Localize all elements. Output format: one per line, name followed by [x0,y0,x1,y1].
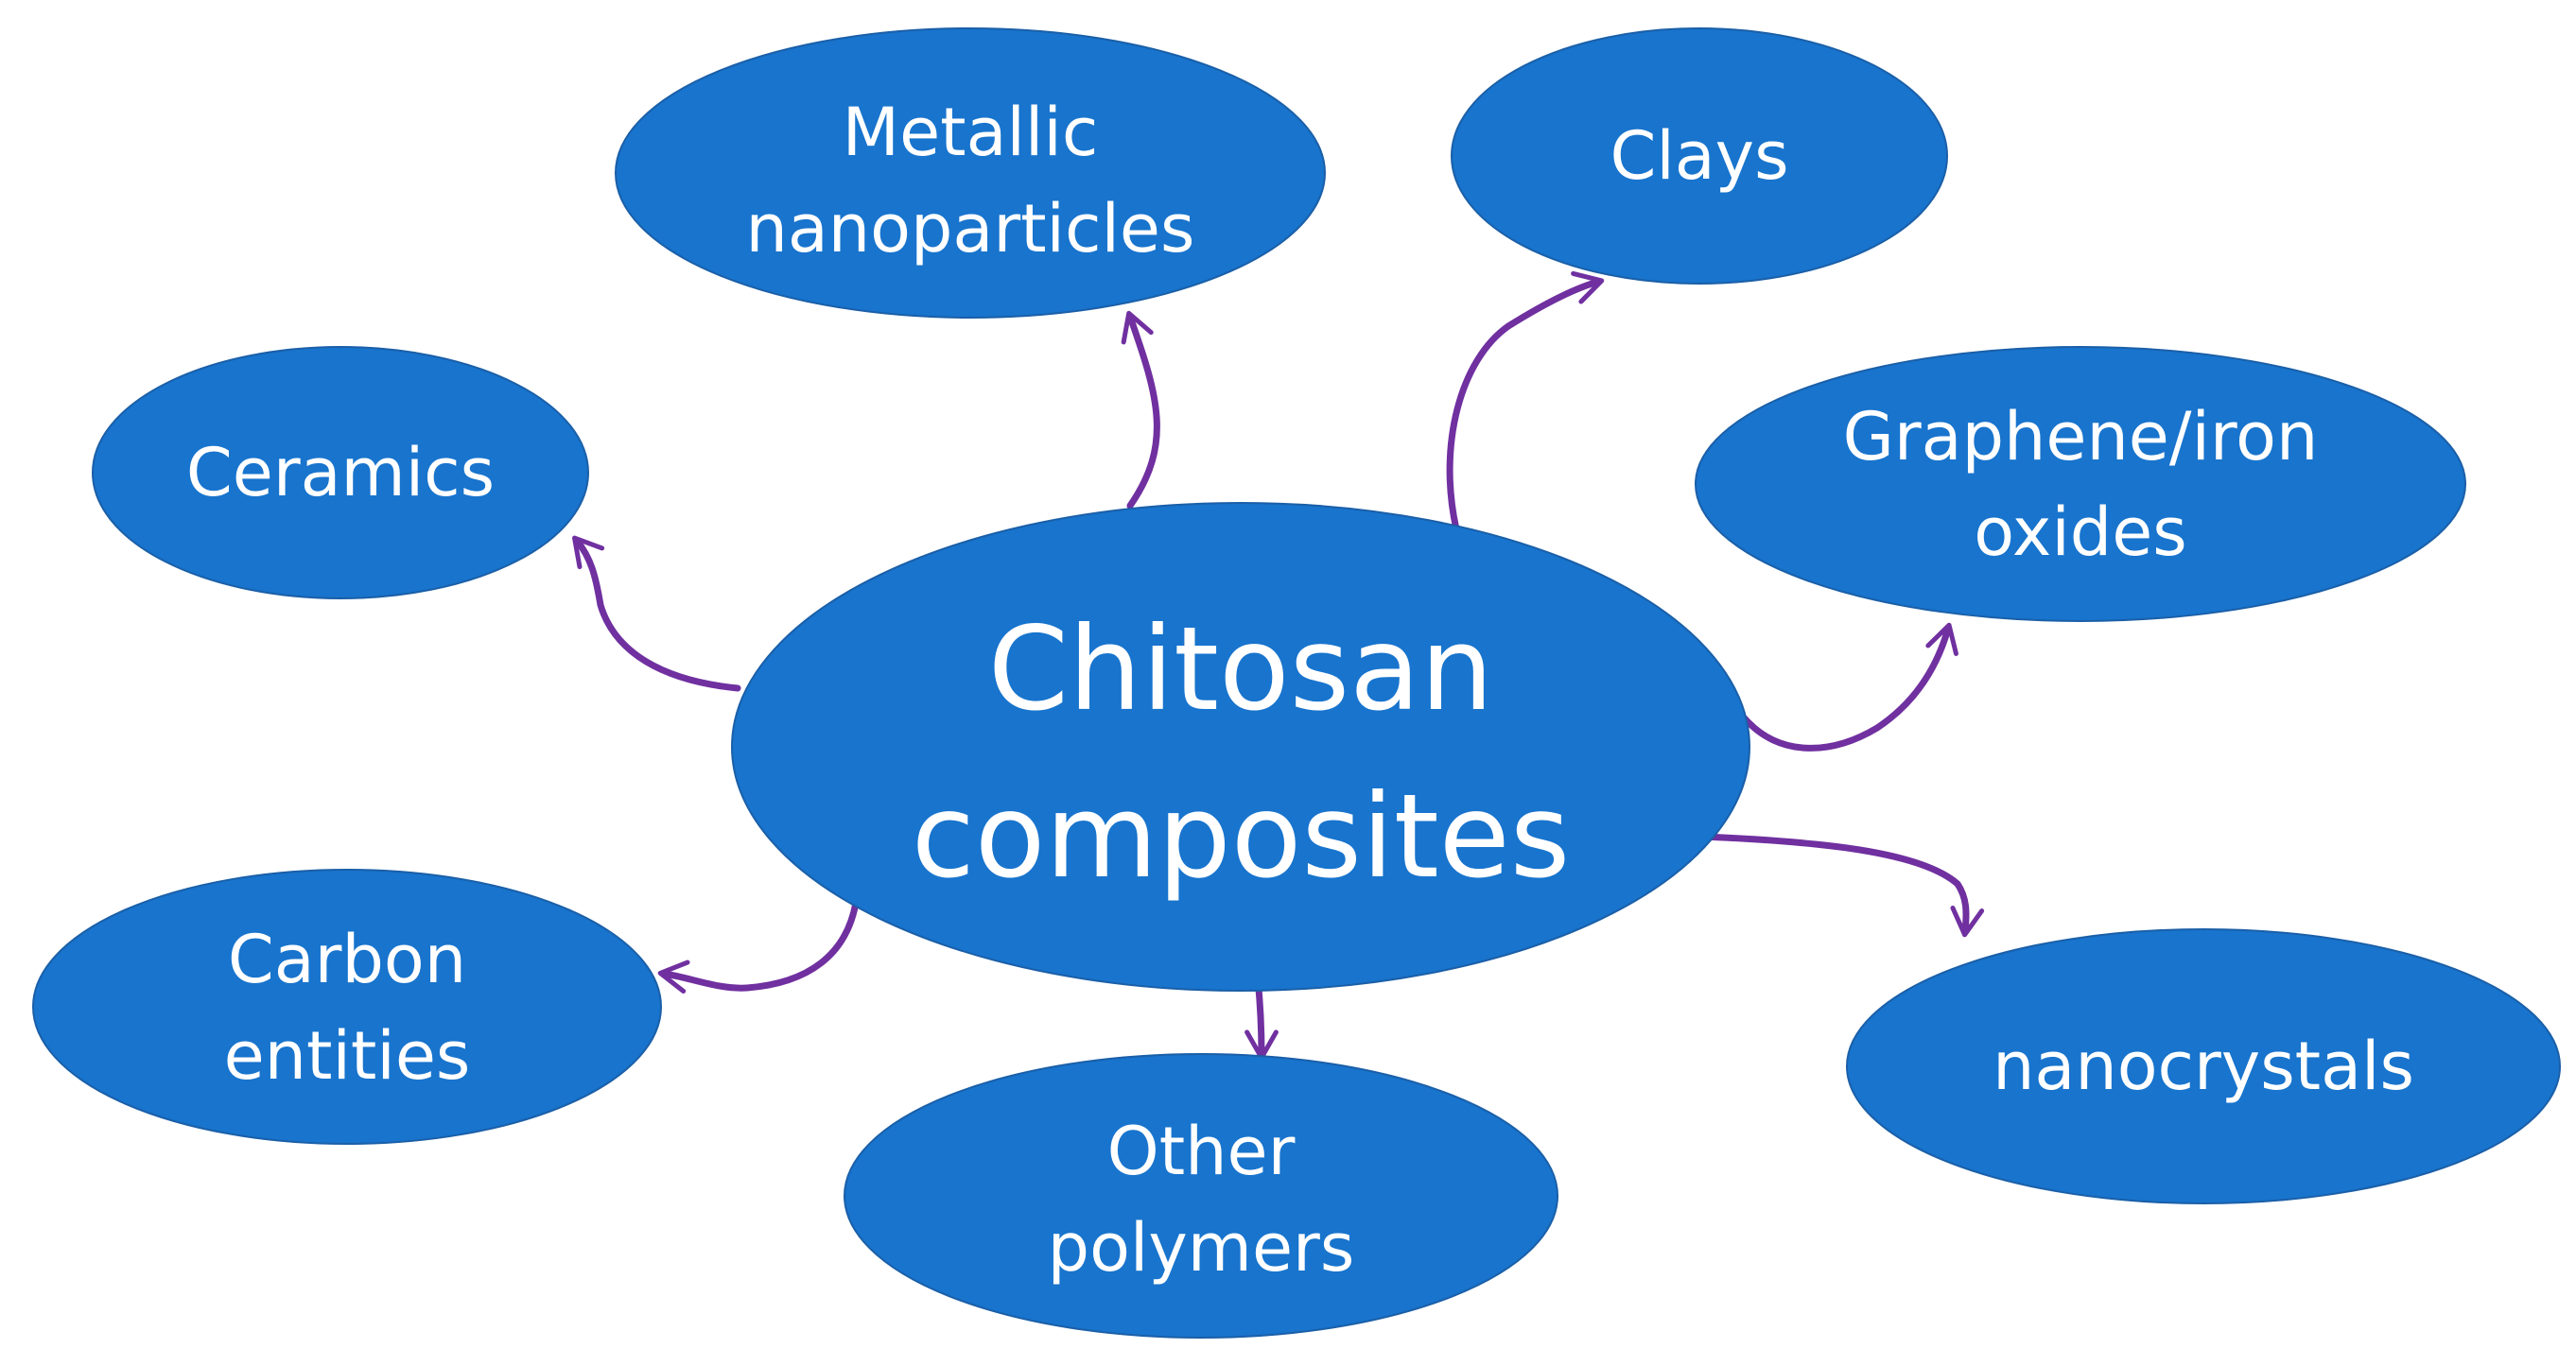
arrow-to-clays [1446,270,1605,533]
node-graphene-iron-oxides: Graphene/iron oxides [1695,346,2466,622]
clays-label: Clays [1610,117,1788,195]
carbon-line-1: Carbon [228,921,466,998]
arrow-to-nanocrystals [1698,833,1985,938]
connectors [572,270,1985,1061]
carbon-line-2: entities [224,1017,471,1095]
polymers-line-1: Other [1107,1113,1296,1190]
node-carbon-entities: Carbon entities [32,869,662,1145]
node-nanocrystals: nanocrystals [1846,928,2561,1204]
node-other-polymers: Other polymers [844,1053,1558,1339]
center-line-1: Chitosan [988,602,1494,736]
node-ceramics: Ceramics [92,346,589,599]
node-metallic-nanoparticles: Metallic nanoparticles [615,27,1326,319]
arrow-to-ceramics [572,535,741,692]
graphene-line-1: Graphene/iron [1843,398,2319,476]
arrow-to-graphene-iron-oxides [1741,622,1958,752]
node-chitosan-composites: Chitosan composites [731,502,1750,992]
nanocrystals-label: nanocrystals [1993,1028,2414,1105]
metallic-line-1: Metallic [843,94,1099,171]
metallic-line-2: nanoparticles [746,190,1195,268]
polymers-line-2: polymers [1048,1209,1355,1287]
arrow-to-metallic-nanoparticles [1121,310,1160,510]
ceramics-label: Ceramics [186,434,495,511]
graphene-line-2: oxides [1974,493,2187,571]
center-line-2: composites [912,769,1571,904]
arrow-to-carbon-entities [657,899,860,994]
node-clays: Clays [1451,27,1948,285]
